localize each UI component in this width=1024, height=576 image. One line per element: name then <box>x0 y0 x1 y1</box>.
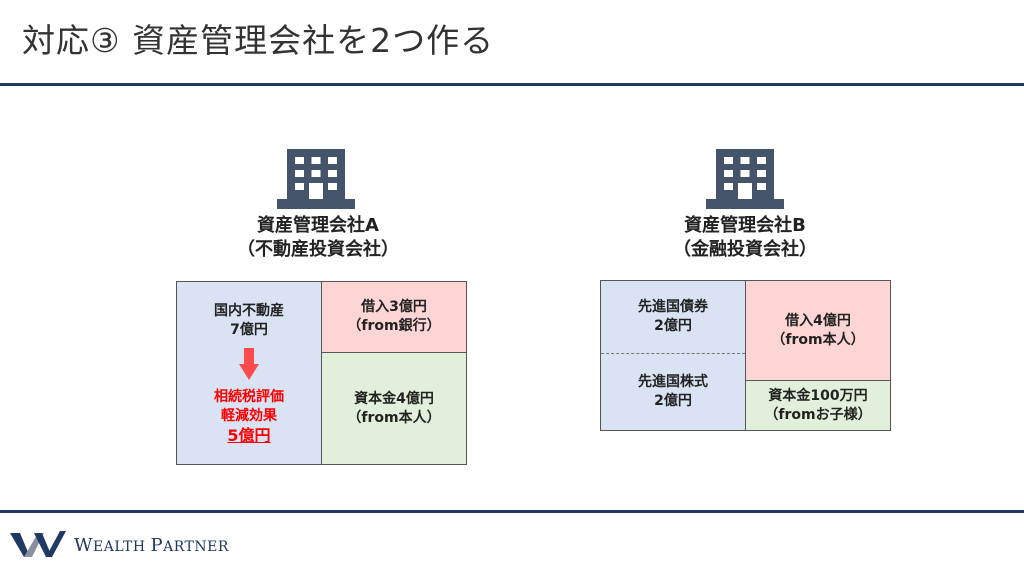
arrow-down-icon <box>239 347 259 380</box>
company-b-name: 資産管理会社B <box>684 215 806 236</box>
wealth-partner-logo-icon <box>10 531 66 557</box>
logo-letter-w: W <box>74 535 94 556</box>
company-b-capital-box: 資本金100万円 （fromお子様） <box>745 380 891 431</box>
company-b-loan-label: 借入4億円 <box>785 312 851 329</box>
asset-divider <box>601 353 745 354</box>
company-b-capital-source: （fromお子様） <box>764 406 872 423</box>
company-b-capital-label: 資本金100万円 <box>768 387 868 404</box>
company-a-loan-label: 借入3億円 <box>361 299 427 315</box>
company-b-asset2: 先進国株式 2億円 <box>600 353 746 431</box>
company-a-capital-box: 資本金4億円 （from本人） <box>321 352 467 465</box>
company-a-asset-box: 国内不動産 7億円 相続税評価 軽減効果 5億円 <box>176 281 322 465</box>
company-a-loan-box: 借入3億円 （from銀行） <box>321 281 467 353</box>
company-a-loan-source: （from銀行） <box>347 318 441 334</box>
company-b-asset2-label: 先進国株式 <box>638 374 708 390</box>
company-b-asset1-value: 2億円 <box>654 317 692 334</box>
company-a-effect-line2: 軽減効果 <box>221 407 277 424</box>
company-a-asset-value: 7億円 <box>230 321 268 338</box>
company-b-loan-box: 借入4億円 （from本人） <box>745 280 891 381</box>
logo-text-ealth: EALTH <box>93 539 151 555</box>
company-b-type: （金融投資会社） <box>673 239 817 260</box>
company-a-effect-value: 5億円 <box>227 425 271 445</box>
company-a-capital-label: 資本金4億円 <box>354 390 434 407</box>
company-b-asset1-label: 先進国債券 <box>638 298 708 315</box>
company-b-asset1: 先進国債券 2億円 <box>600 280 746 353</box>
logo-text-artner: ARTNER <box>163 539 229 555</box>
building-icon <box>706 149 784 209</box>
company-a-title: 資産管理会社A （不動産投資会社） <box>168 214 468 262</box>
company-a-name: 資産管理会社A <box>257 215 379 236</box>
company-a-effect-line1: 相続税評価 <box>214 388 284 405</box>
company-b-loan-source: （from本人） <box>771 331 865 348</box>
company-b-asset2-value: 2億円 <box>654 393 692 409</box>
page-title: 対応③ 資産管理会社を2つ作る <box>22 21 495 60</box>
company-a-type: （不動産投資会社） <box>237 239 399 260</box>
company-a-capital-source: （from本人） <box>347 409 441 426</box>
footer-divider <box>0 510 1024 513</box>
logo-letter-p: P <box>150 535 164 556</box>
company-b-asset-box <box>600 280 746 431</box>
company-a-asset-label: 国内不動産 <box>214 302 284 319</box>
header-divider <box>0 83 1024 86</box>
building-icon <box>277 149 355 209</box>
company-b-title: 資産管理会社B （金融投資会社） <box>595 214 895 262</box>
company-logo-text: WEALTH PARTNER <box>74 535 229 556</box>
